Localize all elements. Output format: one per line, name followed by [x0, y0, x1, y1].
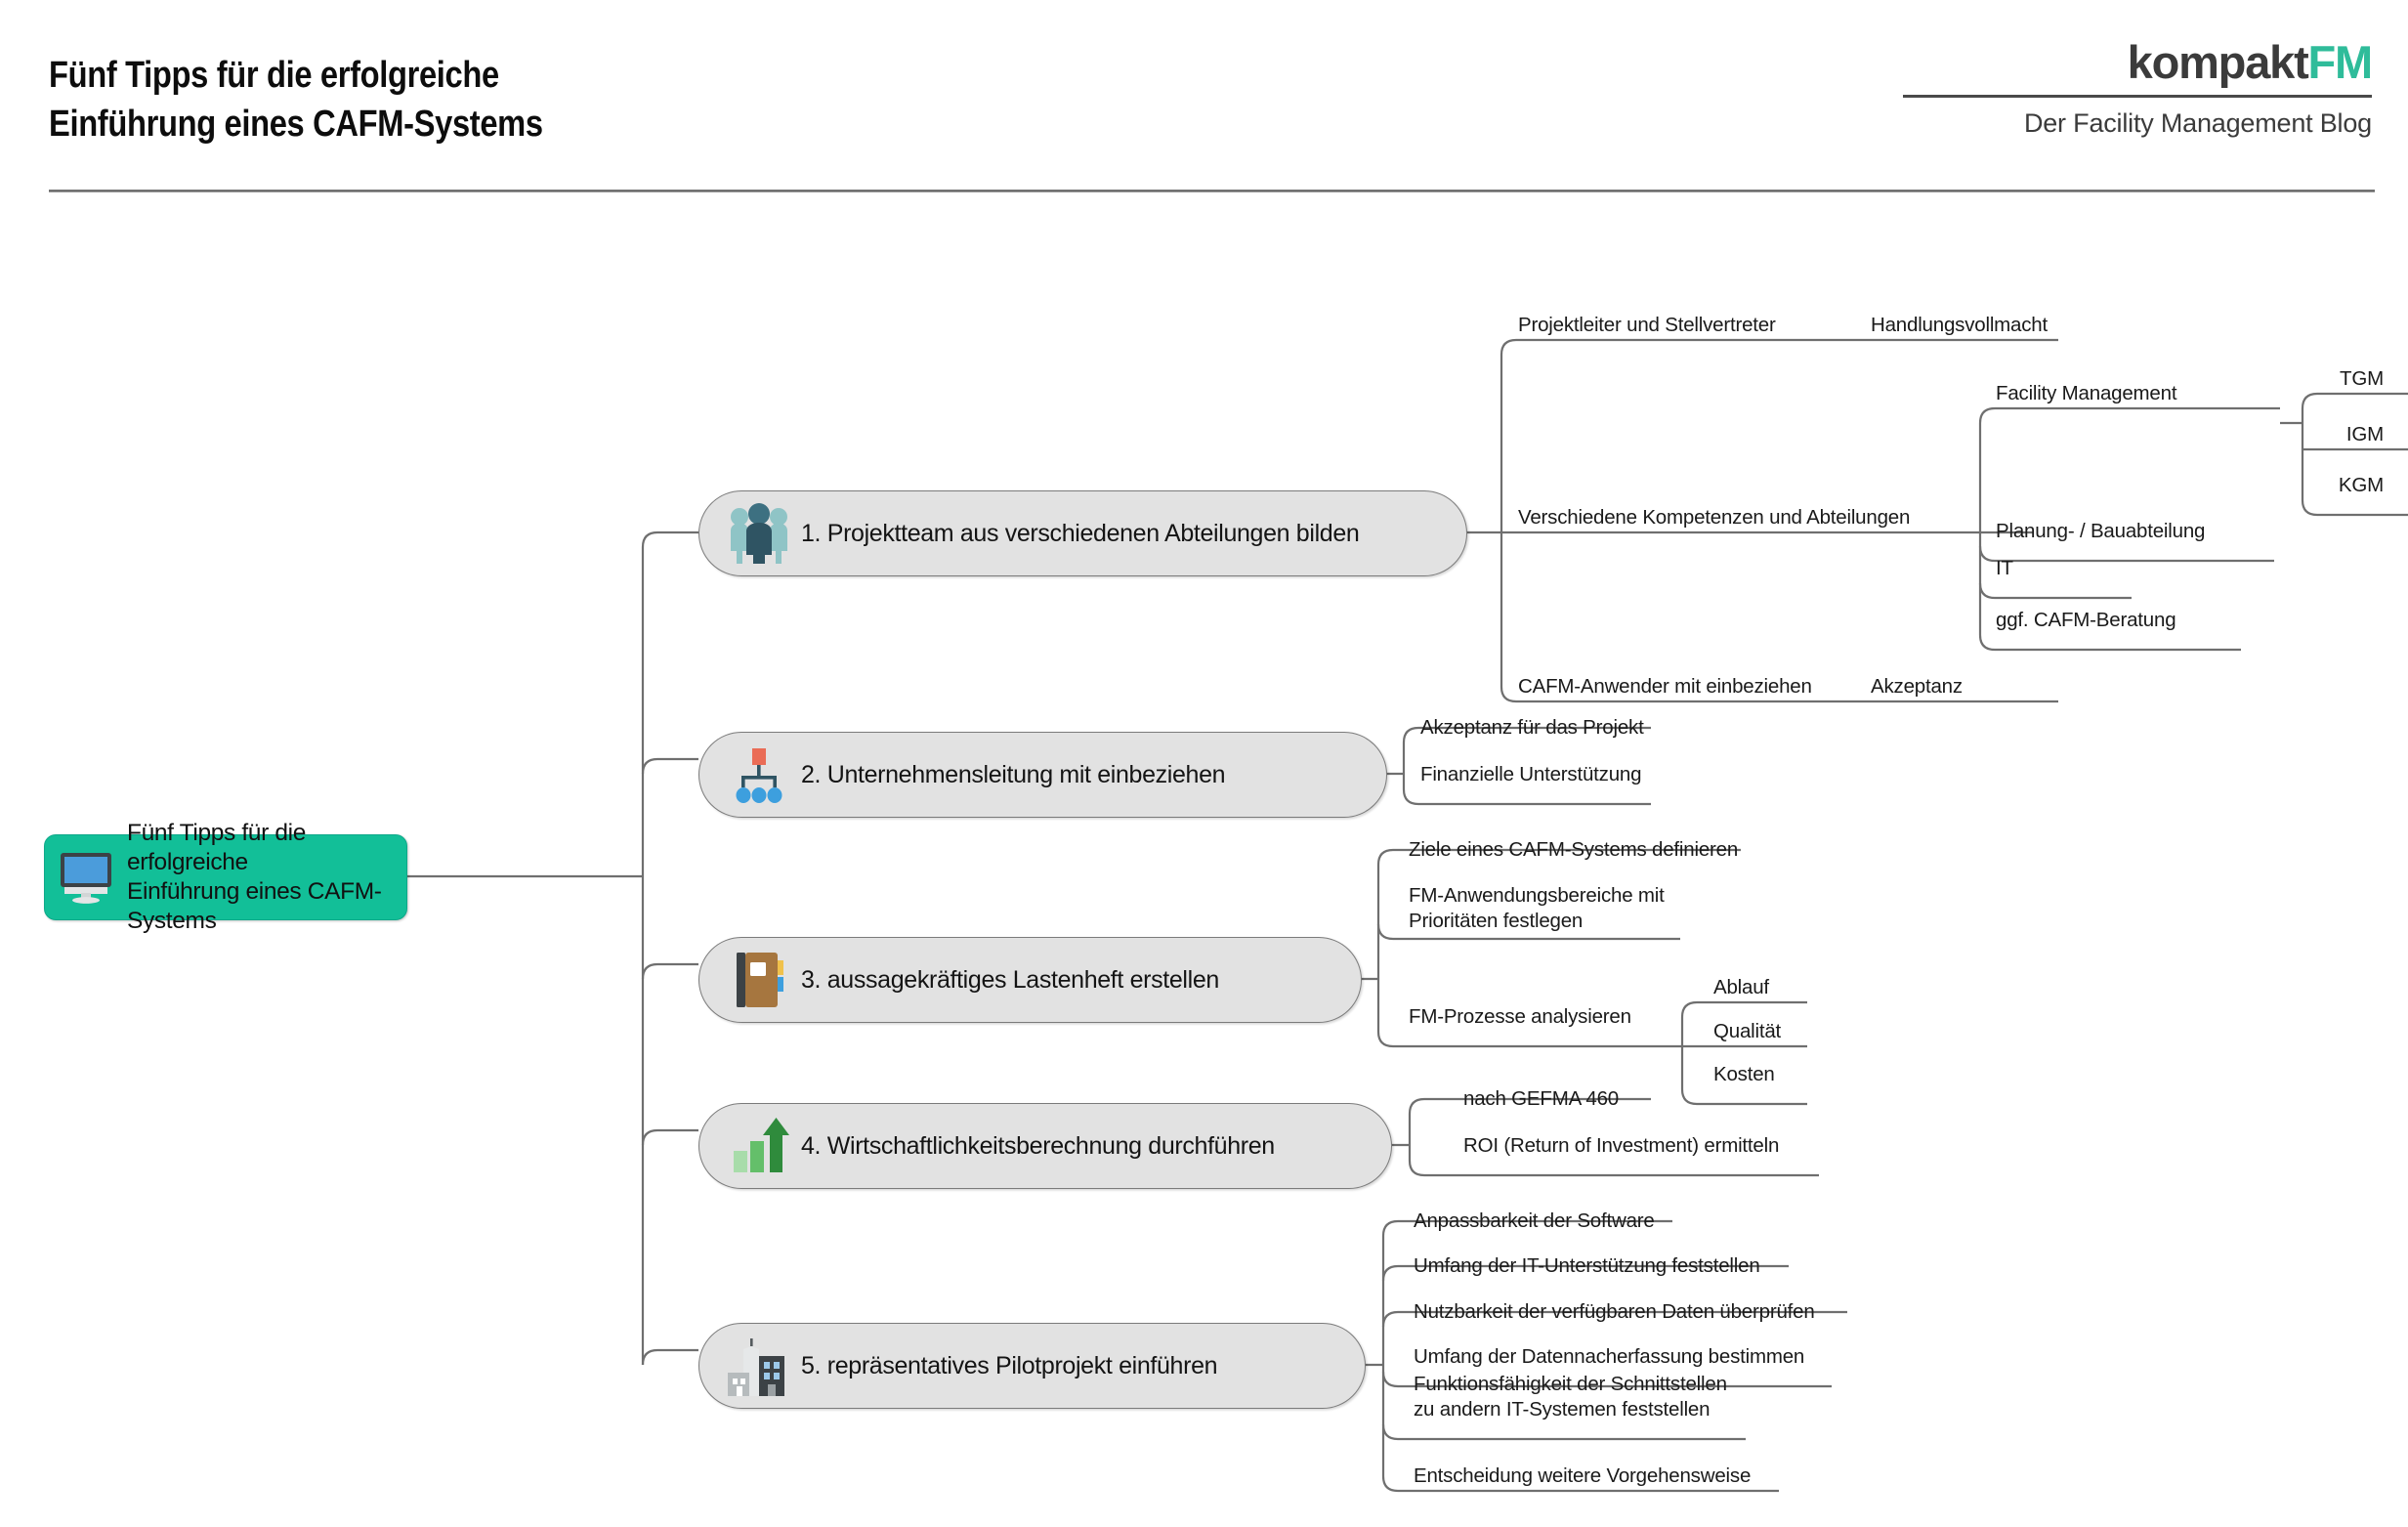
underline-b1-c1 [1500, 338, 1853, 356]
sub-label-tgm[interactable]: TGM [2340, 367, 2384, 390]
sub-label-b5-c6[interactable]: Entscheidung weitere Vorgehensweise [1414, 1464, 1752, 1487]
notebook-icon [717, 950, 801, 1010]
underline-b3-c2 [1376, 923, 1680, 941]
branch-node-3[interactable]: 3. aussagekräftiges Lastenheft erstellen [698, 937, 1362, 1023]
underline-b5-c2 [1381, 1264, 1789, 1282]
underline-b3-c1 [1376, 848, 1741, 866]
sub-label-b1c2-g5[interactable]: ggf. CAFM-Beratung [1996, 609, 2176, 631]
sub-label-ablauf[interactable]: Ablauf [1713, 976, 1769, 998]
buildings-icon [717, 1334, 801, 1398]
branch-node-2[interactable]: 2. Unternehmensleitung mit einbeziehen [698, 732, 1387, 818]
underline-kosten [1680, 1088, 1807, 1106]
sub-label-b1-c3-g1[interactable]: Akzeptanz [1871, 675, 1963, 698]
header-divider [49, 190, 2375, 192]
brand-rule [1903, 94, 2372, 98]
branch-node-2-label: 2. Unternehmensleitung mit einbeziehen [801, 760, 1226, 788]
underline-b1-c3 [1500, 686, 1859, 703]
connector-branch-3 [641, 962, 698, 980]
sub-label-b1-c2[interactable]: Verschiedene Kompetenzen und Abteilungen [1518, 506, 1911, 529]
underline-b2-c2 [1402, 788, 1651, 806]
sub-label-b5-c1[interactable]: Anpassbarkeit der Software [1414, 1209, 1655, 1232]
underline-b5-c5 [1381, 1423, 1746, 1441]
underline-b5-c4 [1381, 1371, 1832, 1388]
sub-label-b4-c1[interactable]: nach GEFMA 460 [1463, 1087, 1620, 1110]
sub-label-b1c2-g4[interactable]: IT [1996, 557, 2013, 579]
underline-ablauf [1680, 1000, 1807, 1018]
center-node-label: Fünf Tipps für die erfolgreiche Einführu… [127, 820, 382, 934]
sub-label-b3-c1[interactable]: Ziele eines CAFM-Systems definieren [1409, 838, 1739, 861]
growth-chart-icon [717, 1116, 801, 1176]
sub-label-b2-c2[interactable]: Finanzielle Unterstützung [1420, 763, 1642, 785]
underline-b1c2-g5 [1978, 634, 2241, 652]
underline-b5-c3 [1381, 1310, 1847, 1328]
sub-label-igm[interactable]: IGM [2345, 423, 2384, 445]
sub-label-b1c2-g3[interactable]: Planung- / Bauabteilung [1996, 520, 2206, 542]
branch-node-5-label: 5. repräsentatives Pilotprojekt einführe… [801, 1351, 1218, 1379]
underline-b1c2-g4 [1978, 582, 2132, 600]
sub-label-b1-c1-g1[interactable]: Handlungsvollmacht [1871, 314, 2049, 336]
branch-node-4-label: 4. Wirtschaftlichkeitsberechnung durchfü… [801, 1131, 1275, 1160]
sub-label-b4-c2[interactable]: ROI (Return of Investment) ermitteln [1463, 1134, 1780, 1157]
sub-label-b5-c3[interactable]: Nutzbarkeit der verfügbaren Daten überpr… [1414, 1300, 1815, 1323]
underline-b1c2-g3 [1978, 545, 2274, 563]
underline-b3-c3 [1376, 1031, 1682, 1048]
connector-branch-4 [641, 1128, 698, 1146]
brand-name-primary: kompakt [2127, 36, 2309, 88]
page-title: Fünf Tipps für die erfolgreiche Einführu… [49, 55, 543, 146]
underline-b2-c1 [1402, 726, 1651, 743]
underline-b4-c2 [1408, 1160, 1819, 1177]
underline-tgm [2301, 392, 2408, 409]
sub-label-b5-c4[interactable]: Umfang der Datennacherfassung bestimmen [1414, 1345, 1805, 1368]
underline-b5-c1 [1381, 1219, 1672, 1237]
branch-node-4[interactable]: 4. Wirtschaftlichkeitsberechnung durchfü… [698, 1103, 1392, 1189]
sub-label-b2-c1[interactable]: Akzeptanz für das Projekt [1420, 716, 1644, 739]
brand-tagline: Der Facility Management Blog [2023, 107, 2372, 138]
sub-label-qualitaet[interactable]: Qualität [1713, 1020, 1782, 1042]
branch-node-5[interactable]: 5. repräsentatives Pilotprojekt einführe… [698, 1323, 1366, 1409]
connector-branch-5 [641, 1348, 698, 1366]
underline-b5-c6 [1381, 1475, 1779, 1493]
sub-label-b5-c5[interactable]: Funktionsfähigkeit der Schnittstellen zu… [1414, 1373, 1727, 1421]
connector-branch-2 [641, 757, 698, 775]
sub-label-b3-c2[interactable]: FM-Anwendungsbereiche mit Prioritäten fe… [1409, 884, 1665, 932]
branch-node-1[interactable]: 1. Projektteam aus verschiedenen Abteilu… [698, 490, 1467, 576]
branch-node-3-label: 3. aussagekräftiges Lastenheft erstellen [801, 965, 1219, 994]
branch-node-1-label: 1. Projektteam aus verschiedenen Abteilu… [801, 519, 1360, 547]
connector-branch-1 [641, 530, 698, 548]
sub-label-b3-c3[interactable]: FM-Prozesse analysieren [1409, 1005, 1631, 1028]
sub-label-kgm[interactable]: KGM [2338, 474, 2384, 496]
underline-b4-c1 [1408, 1097, 1651, 1115]
sub-label-b1c2-g1[interactable]: Facility Management [1996, 382, 2177, 404]
brand-name-accent: FM [2307, 36, 2374, 88]
team-people-icon [717, 503, 801, 564]
center-node[interactable]: Fünf Tipps für die erfolgreiche Einführu… [44, 820, 407, 934]
underline-kgm [2301, 499, 2408, 517]
sub-label-kosten[interactable]: Kosten [1713, 1063, 1775, 1085]
sub-label-b5-c2[interactable]: Umfang der IT-Unterstützung feststellen [1414, 1254, 1760, 1277]
brand-logo: kompaktFM Der Facility Management Blog [1903, 36, 2374, 139]
monitor-icon [45, 851, 127, 904]
sub-label-b1-c3[interactable]: CAFM-Anwender mit einbeziehen [1518, 675, 1812, 698]
sub-label-b1-c1[interactable]: Projektleiter und Stellvertreter [1518, 314, 1776, 336]
org-chart-icon [717, 746, 801, 803]
underline-b1c2-g1 [1978, 406, 2280, 424]
brand-wordmark: kompaktFM [1903, 36, 2374, 88]
